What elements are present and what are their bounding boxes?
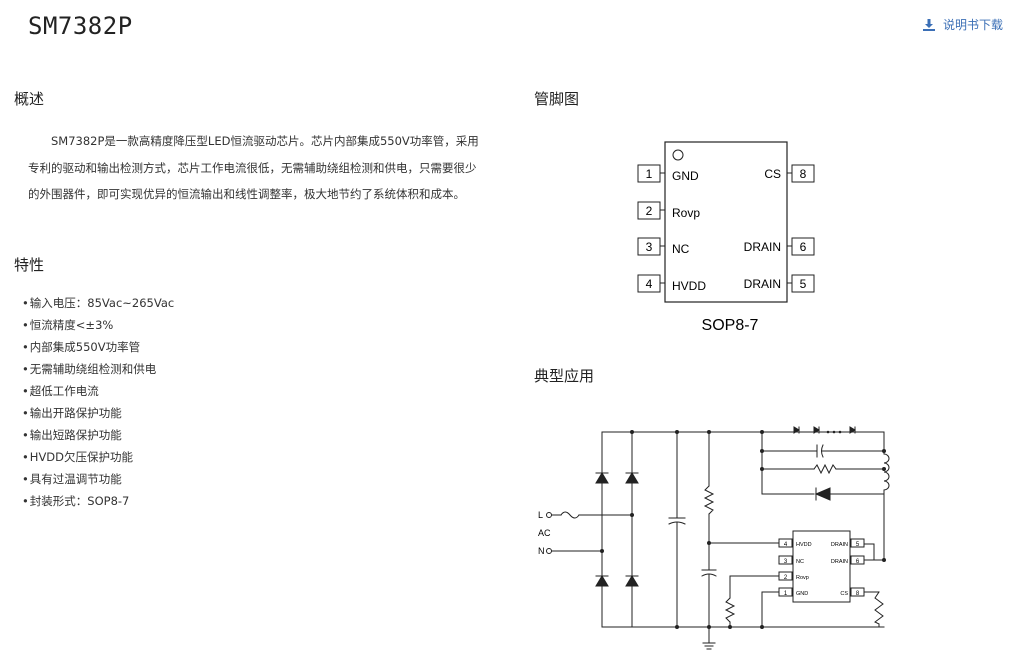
input-n-label: N: [538, 546, 545, 556]
chip-pin-number: 6: [856, 559, 860, 565]
pin-name: GND: [672, 169, 699, 183]
chip-pin-number: 1: [784, 591, 788, 597]
input-ac-label: AC: [538, 528, 551, 538]
package-label: SOP8-7: [702, 317, 759, 334]
pinout-heading: 管脚图: [534, 90, 580, 108]
chip-pin-number: 8: [856, 591, 860, 597]
chip-pin-name: DRAIN: [831, 559, 848, 565]
chip-pin-number: 5: [856, 542, 860, 548]
feature-item: 内部集成550V功率管: [22, 336, 174, 358]
feature-item: HVDD欠压保护功能: [22, 446, 174, 468]
pin-number: 6: [800, 240, 807, 254]
chip-pin-name: HVDD: [796, 542, 812, 548]
pin-name: DRAIN: [744, 277, 781, 291]
feature-item: 无需辅助绕组检测和供电: [22, 358, 174, 380]
chip-pin-name: Rovp: [796, 575, 809, 581]
features-list: 输入电压：85Vac~265Vac 恒流精度<±3% 内部集成550V功率管 无…: [22, 292, 174, 512]
pin-name: CS: [764, 167, 781, 181]
chip-pin-name: NC: [796, 559, 804, 565]
chip-pin-number: 4: [784, 542, 788, 548]
pin-number: 5: [800, 277, 807, 291]
feature-item: 输出短路保护功能: [22, 424, 174, 446]
pin-name: HVDD: [672, 279, 706, 293]
pinout-diagram: 1 2 3 4 GND Rovp NC HVDD 8 6 5 CS DRAIN …: [637, 141, 815, 334]
download-icon: [922, 18, 935, 31]
features-heading: 特性: [14, 256, 45, 274]
download-label: 说明书下载: [942, 18, 1003, 32]
chip-pin-name: DRAIN: [831, 542, 848, 548]
manual-download-link[interactable]: 说明书下载: [922, 16, 1003, 33]
input-l-label: L: [538, 510, 543, 520]
feature-item: 恒流精度<±3%: [22, 314, 174, 336]
pin1-marker: [672, 149, 684, 161]
feature-item: 输入电压：85Vac~265Vac: [22, 292, 174, 314]
application-heading: 典型应用: [534, 367, 595, 385]
chip-pin-number: 3: [784, 559, 788, 565]
overview-text: SM7382P是一款高精度降压型LED恒流驱动芯片。芯片内部集成550V功率管，…: [28, 134, 479, 201]
pin-number: 3: [646, 240, 653, 254]
feature-item: 具有过温调节功能: [22, 468, 174, 490]
chip-pin-name: GND: [796, 591, 808, 597]
pin-number: 1: [646, 167, 653, 181]
pin-name: DRAIN: [744, 240, 781, 254]
pin-number: 4: [646, 277, 653, 291]
feature-item: 封装形式：SOP8-7: [22, 490, 174, 512]
chip-pin-number: 2: [784, 575, 788, 581]
pin-name: NC: [672, 242, 690, 256]
chip-pin-name: CS: [840, 591, 848, 597]
overview-heading: 概述: [14, 90, 45, 108]
circuit-chip: [792, 530, 851, 603]
feature-item: 超低工作电流: [22, 380, 174, 402]
page-title: SM7382P: [28, 12, 133, 40]
chip-body: [664, 141, 788, 303]
pin-number: 8: [800, 167, 807, 181]
feature-item: 输出开路保护功能: [22, 402, 174, 424]
pin-number: 2: [646, 204, 653, 218]
pin-name: Rovp: [672, 206, 700, 220]
application-circuit: L AC N 4 3 2 1 5 6 8 HVDD NC Rovp GND DR…: [538, 426, 890, 650]
